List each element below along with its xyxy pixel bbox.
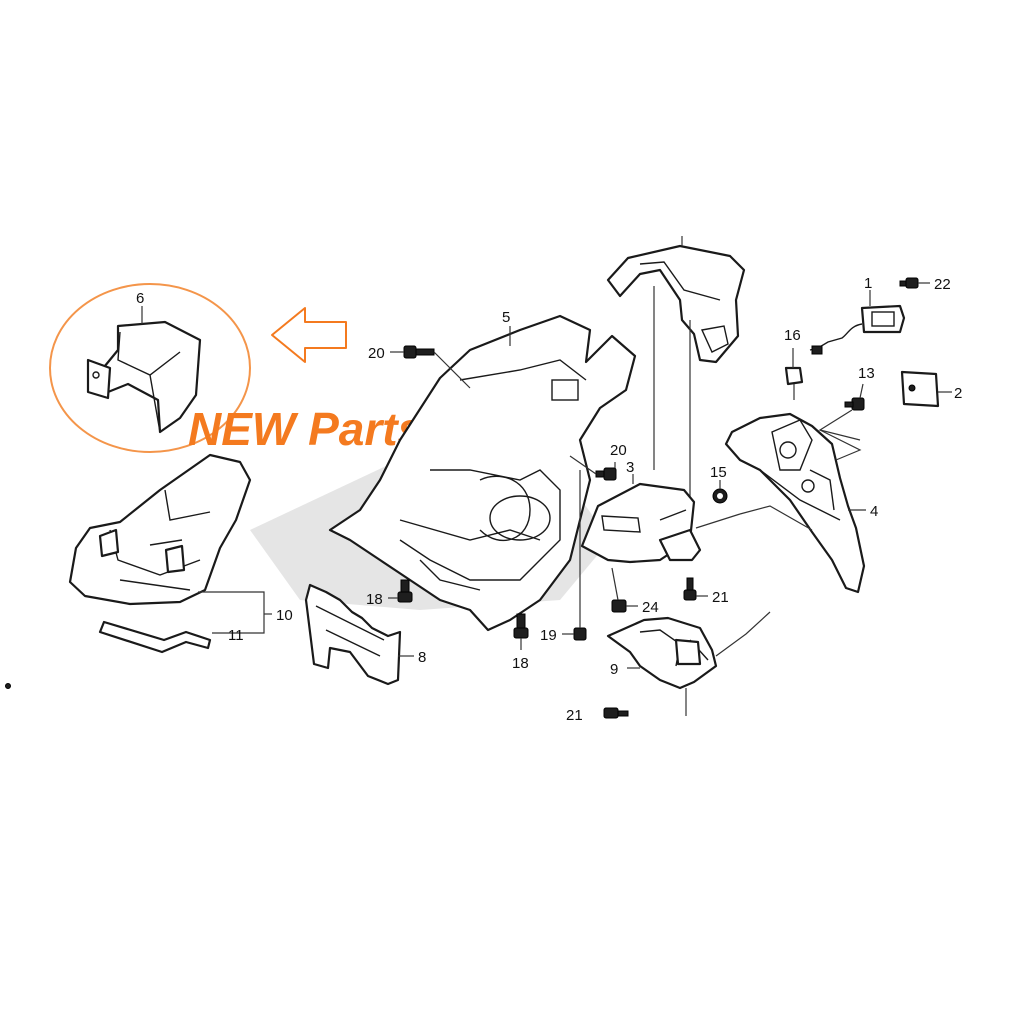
part-4 xyxy=(724,412,866,594)
callout-15: 15 xyxy=(710,464,727,481)
callout-20-lower: 20 xyxy=(610,442,627,459)
callout-1: 1 xyxy=(864,275,872,292)
mount-bracket xyxy=(658,528,702,562)
part-5 xyxy=(328,314,637,632)
callout-6: 6 xyxy=(136,290,144,307)
callout-8: 8 xyxy=(418,649,426,666)
part-11 xyxy=(98,620,212,654)
bolt-21-middle xyxy=(683,577,708,601)
callout-21-middle: 21 xyxy=(712,589,729,606)
part-6 xyxy=(86,320,202,434)
bolt-24 xyxy=(611,567,638,613)
new-parts-banner: NEW Parts xyxy=(188,403,423,455)
callout-3: 3 xyxy=(626,459,634,476)
callout-5: 5 xyxy=(502,309,510,326)
highlight-group: 6 xyxy=(49,283,251,453)
callout-22: 22 xyxy=(934,276,951,293)
callout-20-upper: 20 xyxy=(368,345,385,362)
callout-11: 11 xyxy=(228,627,244,644)
upper-cowl xyxy=(606,244,746,364)
callout-18-lower: 18 xyxy=(512,655,529,672)
highlight-ring xyxy=(49,283,251,453)
bolt-13 xyxy=(818,383,865,441)
edge-mark xyxy=(5,683,11,689)
callout-24: 24 xyxy=(642,599,659,616)
callout-16: 16 xyxy=(784,327,801,344)
bolt-18-lower xyxy=(513,613,529,650)
callout-13: 13 xyxy=(858,365,875,382)
left-arrow-icon xyxy=(271,307,347,363)
part-8 xyxy=(304,583,402,686)
bolt-18-left xyxy=(388,579,413,603)
callout-4: 4 xyxy=(870,503,878,520)
callout-10: 10 xyxy=(276,607,293,624)
bolt-19 xyxy=(562,470,587,641)
bolt-22 xyxy=(899,277,930,289)
callout-9: 9 xyxy=(610,661,618,678)
callout-19: 19 xyxy=(540,627,557,644)
part-15 xyxy=(712,480,728,504)
callout-18-left: 18 xyxy=(366,591,383,608)
bolt-21-bottom xyxy=(603,707,629,719)
part-9 xyxy=(606,616,718,690)
callout-21-bottom: 21 xyxy=(566,707,583,724)
part-16 xyxy=(784,348,804,400)
bolt-20-upper xyxy=(390,345,471,389)
bolt-20-lower xyxy=(569,455,617,481)
part-1 xyxy=(809,290,906,355)
callout-2: 2 xyxy=(954,385,962,402)
part-2 xyxy=(900,370,952,408)
part-10 xyxy=(68,453,252,606)
